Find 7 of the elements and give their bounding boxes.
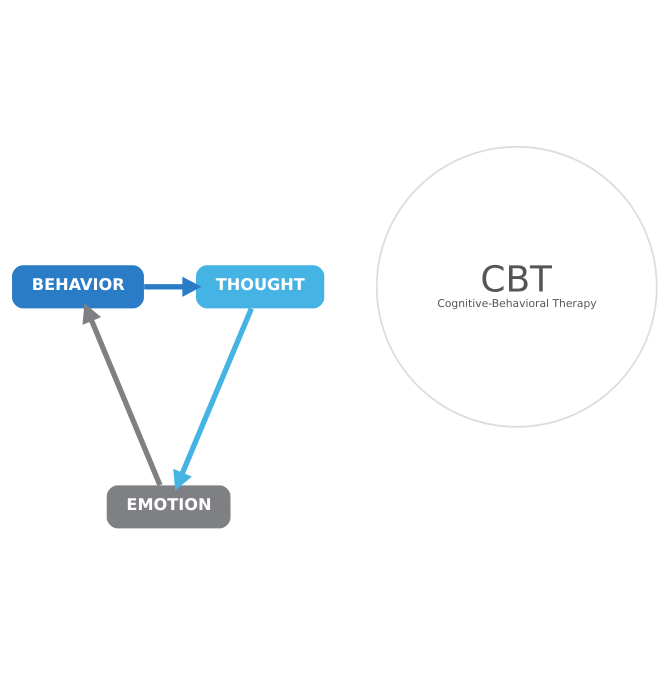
node-box: EMOTION [106, 485, 231, 528]
arrow [144, 276, 202, 297]
arrow [173, 308, 254, 490]
node-circle: CBT Cognitive-Behavioral Therapy [376, 146, 658, 428]
node-box: THOUGHT [196, 265, 324, 308]
node-box: BEHAVIOR [12, 265, 144, 308]
arrow [82, 303, 162, 486]
